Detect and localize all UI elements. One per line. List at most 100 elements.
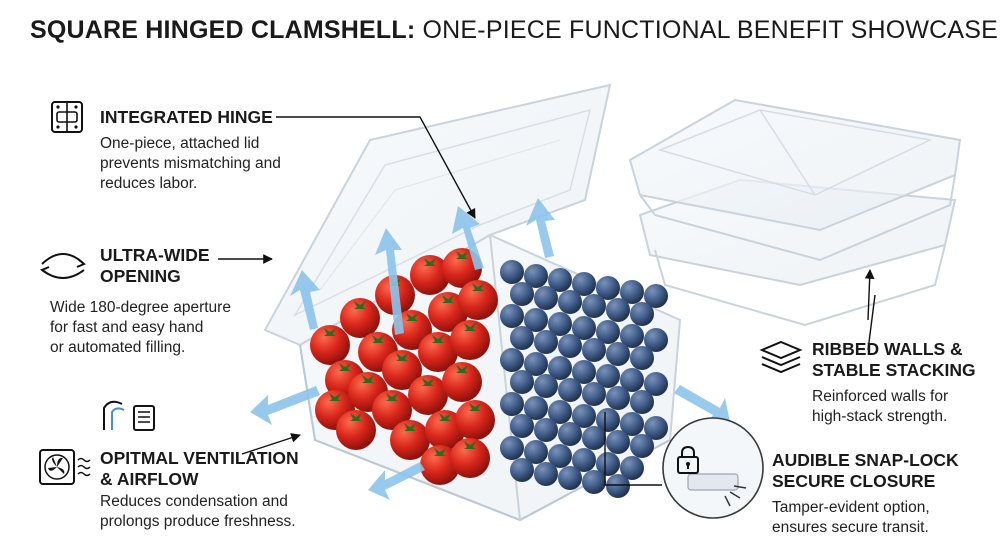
tomato-stem xyxy=(396,353,408,361)
body-line: Reduces condensation and xyxy=(100,493,288,510)
feature-opening-body: Wide 180-degree aperture for fast and ea… xyxy=(50,298,260,358)
blueberry xyxy=(534,418,558,442)
tomato xyxy=(340,298,380,338)
feature-hinge-title: INTEGRATED HINGE xyxy=(100,107,273,127)
blueberry xyxy=(534,462,558,486)
blueberry xyxy=(630,302,654,326)
callout-lines xyxy=(218,116,876,486)
blueberry xyxy=(630,434,654,458)
tomato-stem xyxy=(442,295,454,303)
tomato-stem xyxy=(432,335,444,343)
stacked-containers xyxy=(628,98,962,327)
tomato-stem xyxy=(434,448,446,456)
feature-snaplock: AUDIBLE SNAP-LOCK SECURE CLOSURE Tamper-… xyxy=(772,450,972,538)
tomato-stem xyxy=(472,283,484,291)
body-line: Reinforced walls for xyxy=(812,388,949,405)
tomato-stem xyxy=(339,363,351,371)
blueberry xyxy=(644,284,668,308)
tomato xyxy=(420,445,460,485)
blueberry xyxy=(606,298,630,322)
tomato-stem xyxy=(350,413,362,421)
tomato-stem xyxy=(464,323,476,331)
title-line: OPENING xyxy=(100,266,181,286)
feature-stacking: RIBBED WALLS & STABLE STACKING Reinforce… xyxy=(812,339,992,427)
hinge-icon xyxy=(50,100,84,139)
tomato-stem xyxy=(324,328,336,336)
blueberry xyxy=(548,356,572,380)
tomato xyxy=(442,362,482,402)
body-line: or automated filling. xyxy=(50,339,186,356)
title-line: RIBBED WALLS & xyxy=(812,339,963,359)
blueberry xyxy=(548,400,572,424)
blueberry xyxy=(620,412,644,436)
tomato xyxy=(450,320,490,360)
tomato xyxy=(458,280,498,320)
blueberry xyxy=(644,372,668,396)
blueberry xyxy=(596,276,620,300)
feature-ventilation: OPITMAL VENTILATION & AIRFLOW xyxy=(100,448,310,490)
feature-hinge: INTEGRATED HINGE One-piece, attached lid… xyxy=(100,107,300,194)
tomato-stem xyxy=(469,403,481,411)
tomato xyxy=(418,332,458,372)
feature-opening: ULTRA-WIDE OPENING xyxy=(100,245,240,287)
blueberry xyxy=(558,422,582,446)
blueberry xyxy=(572,272,596,296)
blueberry xyxy=(620,368,644,392)
blueberry xyxy=(644,416,668,440)
tomato-stem xyxy=(422,378,434,386)
blueberry xyxy=(524,352,548,376)
tomato-stem xyxy=(456,251,468,259)
blueberry xyxy=(582,470,606,494)
title-line: ULTRA-WIDE xyxy=(100,245,210,265)
tomato xyxy=(450,438,490,478)
body-line: ensures secure transit. xyxy=(772,519,929,536)
blueberry xyxy=(524,440,548,464)
blueberry xyxy=(596,408,620,432)
blueberry xyxy=(510,414,534,438)
blueberry xyxy=(524,396,548,420)
blueberry xyxy=(620,280,644,304)
body-line: prolongs produce freshness. xyxy=(100,513,296,530)
blueberry xyxy=(582,338,606,362)
tomato xyxy=(336,410,376,450)
blueberries xyxy=(500,260,668,498)
blueberry xyxy=(534,374,558,398)
tomato-stem xyxy=(456,365,468,373)
blueberry xyxy=(534,330,558,354)
blueberry xyxy=(524,308,548,332)
padlock-icon xyxy=(676,445,700,480)
blueberry xyxy=(606,474,630,498)
tomato-stem xyxy=(386,393,398,401)
blueberry xyxy=(510,370,534,394)
blueberry xyxy=(500,304,524,328)
title-line: & AIRFLOW xyxy=(100,469,199,489)
tomato xyxy=(408,375,448,415)
blueberry xyxy=(620,456,644,480)
title-line: SECURE CLOSURE xyxy=(772,471,936,491)
blueberry xyxy=(548,268,572,292)
tomato-stem xyxy=(464,441,476,449)
blueberry xyxy=(572,360,596,384)
blueberry xyxy=(510,326,534,350)
blueberry xyxy=(572,316,596,340)
feature-ventilation-desc: Reduces condensation and prolongs produc… xyxy=(100,486,320,532)
airflow-detail-icon xyxy=(100,398,160,439)
tomato xyxy=(372,390,412,430)
blueberry xyxy=(524,264,548,288)
tomato-stem xyxy=(424,258,436,266)
tomato-stem xyxy=(354,301,366,309)
blueberry xyxy=(558,378,582,402)
tomato xyxy=(310,325,350,365)
body-line: reduces labor. xyxy=(100,175,198,192)
blueberry xyxy=(534,286,558,310)
blueberry xyxy=(620,324,644,348)
fan-airflow-icon xyxy=(38,448,96,491)
cherry-tomatoes xyxy=(310,248,498,485)
feature-opening-desc: Wide 180-degree aperture for fast and ea… xyxy=(50,292,260,358)
blueberry xyxy=(572,448,596,472)
body-line: high-stack strength. xyxy=(812,408,948,425)
blueberry xyxy=(596,452,620,476)
blueberry xyxy=(500,348,524,372)
blueberry xyxy=(582,426,606,450)
